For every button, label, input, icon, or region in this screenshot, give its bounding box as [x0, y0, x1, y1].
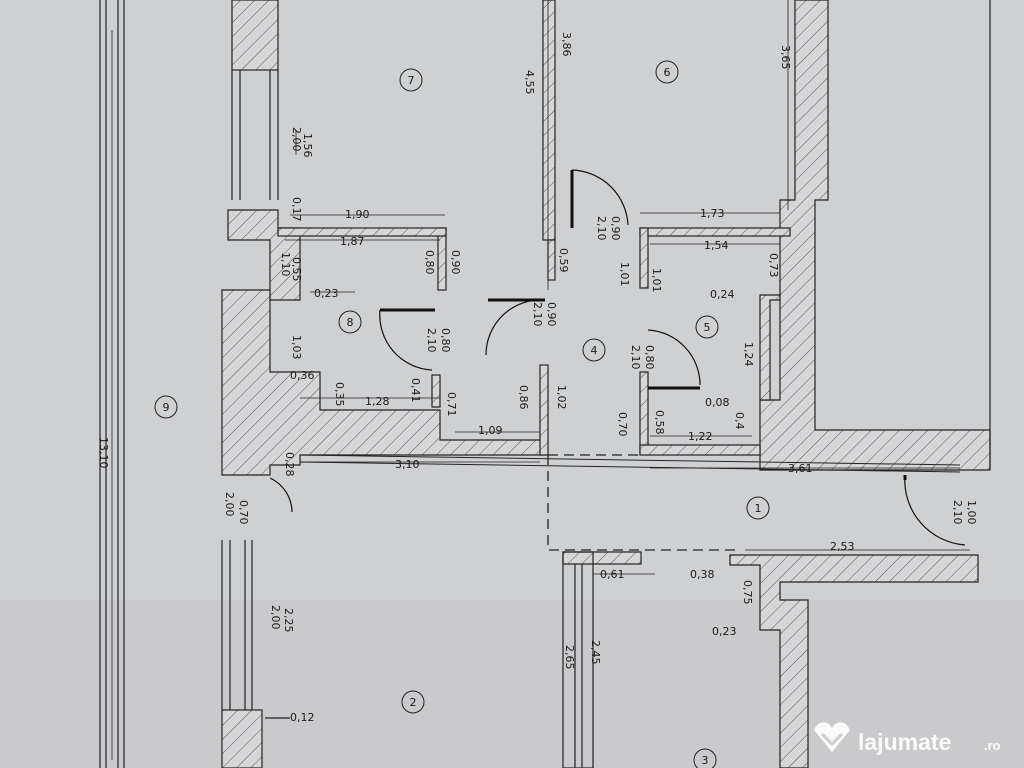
- dim-1-01-b: 1,01: [650, 268, 663, 293]
- dim-1-54: 1,54: [704, 239, 729, 252]
- dim-1-87: 1,87: [340, 235, 365, 248]
- room-5-label: 5: [695, 315, 719, 339]
- room-6-number: 6: [664, 66, 671, 79]
- watermark-brand: lajumate: [858, 729, 951, 755]
- dim-3-61: 3,61: [788, 462, 813, 475]
- dim-0-90-a: 0,90: [449, 250, 462, 275]
- dim-2-65: 2,65: [563, 645, 576, 670]
- room-8-label: 8: [338, 310, 362, 334]
- door-swings: [269, 169, 966, 546]
- watermark-tld: .ro: [984, 738, 1001, 753]
- dim-0-59: 0,59: [557, 248, 570, 273]
- dim-2-10-c: 2,10: [595, 216, 608, 241]
- room-6-label: 6: [655, 60, 679, 84]
- dim-0-36: 0,36: [290, 369, 315, 382]
- dim-2-10-e: 2,10: [951, 500, 964, 525]
- dim-1-02: 1,02: [555, 385, 568, 410]
- dim-2-45: 2,45: [589, 640, 602, 665]
- room-3-number: 3: [702, 754, 709, 767]
- dim-0-12: 0,12: [290, 711, 315, 724]
- dim-2-10-b: 2,10: [531, 302, 544, 327]
- dim-1-01-a: 1,01: [618, 262, 631, 287]
- dim-0-71: 0,71: [445, 392, 458, 417]
- dim-0-75: 0,75: [741, 580, 754, 605]
- dim-3-86: 3,86: [560, 32, 573, 57]
- room-4-number: 4: [591, 344, 598, 357]
- dim-0-80-a: 0,80: [423, 250, 436, 275]
- dim-1-28: 1,28: [365, 395, 390, 408]
- room-1-label: 1: [746, 496, 770, 520]
- dim-1-56: 1,56: [301, 133, 314, 158]
- dim-2-00-b: 2,00: [223, 492, 236, 517]
- dim-0-90-c: 0,90: [609, 216, 622, 241]
- dim-0-24: 0,24: [710, 288, 735, 301]
- dim-1-90: 1,90: [345, 208, 370, 221]
- dim-1-22: 1,22: [688, 430, 713, 443]
- exterior-left-wall: [99, 0, 125, 768]
- dim-0-08: 0,08: [705, 396, 730, 409]
- dim-2-00-a: 2,00: [290, 127, 303, 152]
- interior-lines: [299, 454, 961, 473]
- dim-1-00: 1,00: [965, 500, 978, 525]
- dim-2-53: 2,53: [830, 540, 855, 553]
- room-3-label: 3: [693, 748, 717, 768]
- dim-0-17: 0,17: [290, 197, 303, 222]
- dim-0-35: 0,35: [333, 382, 346, 407]
- dim-0-70-a: 0,70: [237, 500, 250, 525]
- dim-0-90-b: 0,90: [545, 302, 558, 327]
- dim-1-03: 1,03: [290, 335, 303, 360]
- dim-1-09: 1,09: [478, 424, 503, 437]
- dim-0-41: 0,41: [409, 378, 422, 403]
- dim-0-80-b: 0,80: [439, 328, 452, 353]
- dim-0-4: 0,4: [733, 412, 746, 430]
- dim-0-70-b: 0,70: [616, 412, 629, 437]
- room-1-number: 1: [755, 502, 762, 515]
- dim-1-73: 1,73: [700, 207, 725, 220]
- dim-2-25: 2,25: [282, 608, 295, 633]
- dim-0-86: 0,86: [517, 385, 530, 410]
- room-8-number: 8: [347, 316, 354, 329]
- dim-3-10: 3,10: [395, 458, 420, 471]
- dim-2-00-c: 2,00: [269, 605, 282, 630]
- dim-1-10: 1,10: [279, 252, 292, 277]
- dim-1-24: 1,24: [742, 342, 755, 367]
- dim-0-61: 0,61: [600, 568, 625, 581]
- room-7-label: 7: [399, 68, 423, 92]
- dim-0-28: 0,28: [283, 452, 296, 477]
- room-9-number: 9: [163, 401, 170, 414]
- room-9-label: 9: [154, 395, 178, 419]
- dim-0-38: 0,38: [690, 568, 715, 581]
- dimension-lines: [111, 0, 970, 760]
- lajumate-logo-icon: [814, 722, 850, 752]
- dim-3-65: 3,65: [779, 45, 792, 70]
- room-labels: 7 6 8 4 5 9 1 2 3: [154, 60, 770, 768]
- dim-2-10-a: 2,10: [425, 328, 438, 353]
- dim-4-55: 4,55: [523, 70, 536, 95]
- dim-2-10-d: 2,10: [629, 345, 642, 370]
- room-2-number: 2: [410, 696, 417, 709]
- dim-0-73: 0,73: [767, 253, 780, 278]
- dim-0-80-c: 0,80: [643, 345, 656, 370]
- room-7-number: 7: [408, 74, 415, 87]
- dim-0-23-a: 0,23: [314, 287, 339, 300]
- paper-shadow: [0, 600, 1024, 768]
- watermark: lajumate .ro: [814, 722, 1001, 755]
- dim-13-10: 13,10: [97, 437, 110, 469]
- walls: [221, 0, 991, 768]
- room-5-number: 5: [704, 321, 711, 334]
- room-4-label: 4: [582, 338, 606, 362]
- dim-0-23-b: 0,23: [712, 625, 737, 638]
- dim-0-58: 0,58: [653, 410, 666, 435]
- dimension-labels: 13,10 1,56 2,00 0,17 1,90 1,87 0,55 1,10…: [97, 32, 978, 724]
- dim-0-55: 0,55: [290, 257, 303, 282]
- room-2-label: 2: [401, 690, 425, 714]
